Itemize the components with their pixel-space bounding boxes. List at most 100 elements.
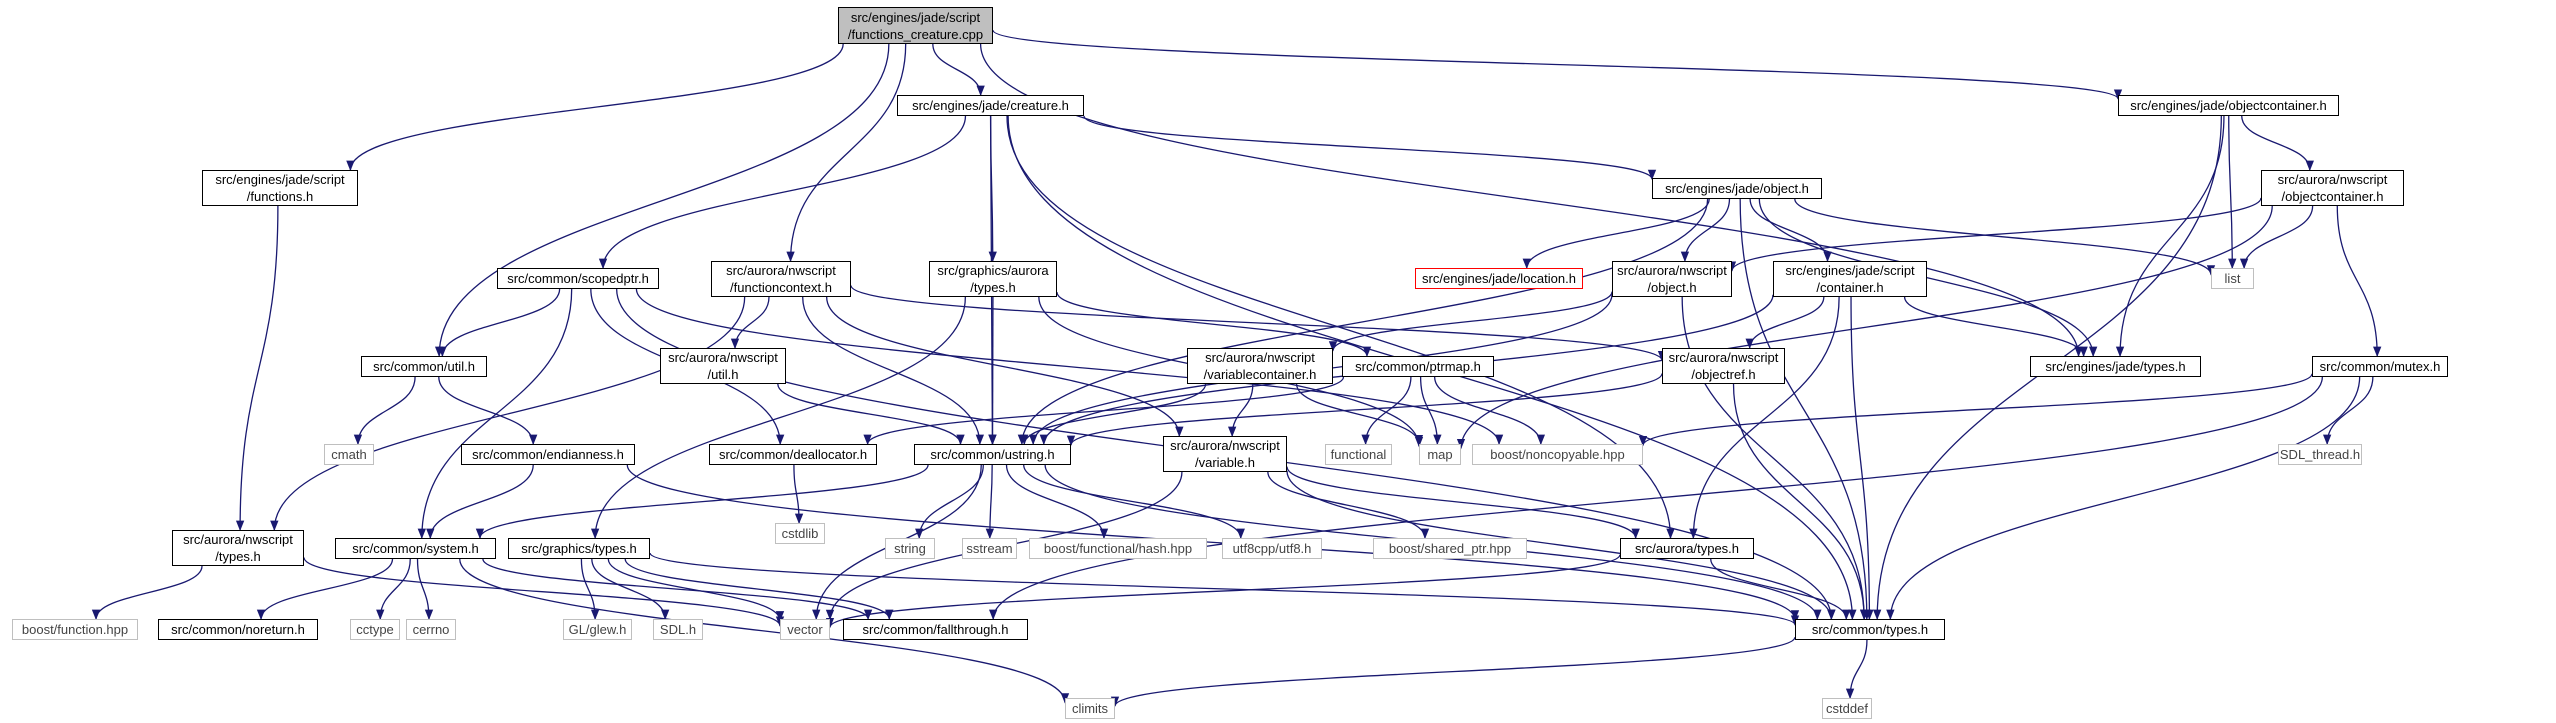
- node-common-types-h[interactable]: src/common/types.h: [1795, 619, 1945, 640]
- edge-nws-object-h-to-common-types-h: [1681, 296, 1869, 621]
- edge-system-h-to-climits: [459, 558, 1070, 704]
- edge-ustring-h-to-sstream: [985, 464, 994, 540]
- node-vector: vector: [780, 619, 830, 640]
- node-creature-h[interactable]: src/engines/jade/creature.h: [897, 95, 1084, 116]
- edge-graphics-types-h-to-sdl-h: [591, 558, 670, 621]
- edge-root-to-objectcontainer-h: [992, 29, 2122, 100]
- edge-ptrmap-h-to-map: [1419, 376, 1442, 446]
- edge-util-h-to-cmath: [353, 376, 416, 446]
- node-nws-types-h[interactable]: src/aurora/nwscript /types.h: [172, 530, 304, 566]
- edge-jade-object-h-to-list: [1794, 198, 2216, 276]
- node-root: src/engines/jade/script /functions_creat…: [838, 7, 993, 44]
- node-ptrmap-h[interactable]: src/common/ptrmap.h: [1342, 356, 1494, 377]
- node-noreturn-h[interactable]: src/common/noreturn.h: [158, 619, 318, 640]
- node-functioncontext-h[interactable]: src/aurora/nwscript /functioncontext.h: [711, 261, 851, 297]
- node-nws-util-h[interactable]: src/aurora/nwscript /util.h: [660, 348, 786, 384]
- edge-common-types-h-to-climits: [1111, 636, 1796, 708]
- edge-system-h-to-noreturn-h: [256, 558, 394, 621]
- edge-creature-h-to-scopedptr-h: [598, 115, 967, 270]
- edge-objectref-h-to-common-types-h: [1732, 383, 1869, 621]
- node-system-h[interactable]: src/common/system.h: [335, 538, 496, 559]
- edge-util-h-to-endianness-h: [438, 376, 538, 446]
- node-nws-objectcontainer-h[interactable]: src/aurora/nwscript /objectcontainer.h: [2261, 170, 2404, 206]
- node-cstddef: cstddef: [1822, 698, 1872, 719]
- node-variable-h[interactable]: src/aurora/nwscript /variable.h: [1163, 436, 1287, 472]
- node-shared-ptr-hpp: boost/shared_ptr.hpp: [1373, 538, 1527, 559]
- node-objectcontainer-h[interactable]: src/engines/jade/objectcontainer.h: [2118, 95, 2339, 116]
- edge-objectcontainer-h-to-list: [2228, 115, 2237, 270]
- edge-variablecontainer-h-to-map: [1295, 383, 1424, 446]
- edge-root-to-functions-h: [346, 43, 844, 172]
- edge-aurora-types-h-to-common-types-h: [1710, 558, 1851, 621]
- edge-scopedptr-h-to-noncopyable-hpp: [635, 288, 1504, 446]
- edge-system-h-to-cctype: [376, 558, 411, 621]
- node-aurora-types-h[interactable]: src/aurora/types.h: [1620, 538, 1754, 559]
- edge-ptrmap-h-to-noncopyable-hpp: [1433, 376, 1545, 446]
- edge-common-types-h-to-cstddef: [1845, 639, 1868, 700]
- edge-mutex-h-to-noncopyable-hpp: [1639, 373, 2313, 447]
- edge-container-h-to-common-types-h: [1850, 296, 1874, 621]
- node-jade-object-h[interactable]: src/engines/jade/object.h: [1652, 178, 1822, 199]
- edge-functioncontext-h-to-nws-util-h: [730, 296, 770, 350]
- node-graphics-aurora-types-h[interactable]: src/graphics/aurora /types.h: [929, 261, 1057, 297]
- node-cmath: cmath: [324, 444, 374, 465]
- node-endianness-h[interactable]: src/common/endianness.h: [461, 444, 635, 465]
- node-jade-types-h[interactable]: src/engines/jade/types.h: [2030, 356, 2201, 377]
- edge-ustring-h-to-system-h: [475, 464, 929, 540]
- edge-mutex-h-to-sdl-thread-h: [2323, 376, 2374, 446]
- edge-system-h-to-cerrno: [416, 558, 434, 621]
- node-string: string: [885, 538, 935, 559]
- node-cstdlib: cstdlib: [775, 523, 825, 544]
- edge-ustring-h-to-hash-hpp: [1005, 464, 1109, 540]
- node-sdl-thread-h: SDL_thread.h: [2278, 444, 2362, 465]
- node-scopedptr-h[interactable]: src/common/scopedptr.h: [497, 268, 659, 289]
- edge-variable-h-to-common-types-h: [1286, 470, 1836, 621]
- node-ustring-h[interactable]: src/common/ustring.h: [914, 444, 1071, 465]
- node-variablecontainer-h[interactable]: src/aurora/nwscript /variablecontainer.h: [1187, 348, 1333, 384]
- node-nws-object-h[interactable]: src/aurora/nwscript /object.h: [1612, 261, 1732, 297]
- edge-objectcontainer-h-to-nws-objectcontainer-h: [2241, 115, 2314, 172]
- edge-scopedptr-h-to-system-h: [417, 288, 573, 540]
- node-util-h[interactable]: src/common/util.h: [361, 356, 487, 377]
- edge-container-h-to-objectref-h: [1745, 296, 1825, 350]
- node-cerrno: cerrno: [406, 619, 456, 640]
- edge-ptrmap-h-to-deallocator-h: [863, 376, 1345, 446]
- edge-graphics-types-h-to-common-types-h: [649, 552, 1799, 626]
- edge-variablecontainer-h-to-ustring-h: [1020, 383, 1207, 446]
- edge-root-to-jade-types-h: [979, 43, 2083, 358]
- node-objectref-h[interactable]: src/aurora/nwscript /objectref.h: [1662, 348, 1785, 384]
- edge-endianness-h-to-common-types-h: [626, 464, 1800, 621]
- edge-graphics-aurora-types-h-to-graphics-types-h: [590, 296, 966, 540]
- edge-container-h-to-aurora-types-h: [1689, 296, 1840, 540]
- node-deallocator-h[interactable]: src/common/deallocator.h: [709, 444, 877, 465]
- node-sstream: sstream: [962, 538, 1017, 559]
- edge-aurora-types-h-to-vector: [826, 554, 1621, 629]
- edge-ustring-h-to-string: [915, 464, 984, 540]
- edge-functioncontext-h-to-ustring-h: [802, 296, 984, 446]
- edge-functioncontext-h-to-nws-types-h: [270, 296, 746, 532]
- node-fallthrough-h[interactable]: src/common/fallthrough.h: [843, 619, 1028, 640]
- edge-root-to-creature-h: [932, 43, 985, 97]
- node-noncopyable-hpp: boost/noncopyable.hpp: [1472, 444, 1643, 465]
- node-graphics-types-h[interactable]: src/graphics/types.h: [508, 538, 650, 559]
- edge-jade-object-h-to-location-h: [1522, 198, 1710, 270]
- edge-jade-object-h-to-ustring-h: [1017, 198, 1709, 446]
- node-functions-h[interactable]: src/engines/jade/script /functions.h: [202, 170, 358, 206]
- node-location-h[interactable]: src/engines/jade/location.h: [1415, 268, 1583, 289]
- edge-endianness-h-to-system-h: [426, 464, 534, 540]
- node-sdl-h: SDL.h: [653, 619, 703, 640]
- node-mutex-h[interactable]: src/common/mutex.h: [2312, 356, 2448, 377]
- edge-graphics-types-h-to-vector: [607, 558, 785, 622]
- edge-functions-h-to-nws-types-h: [235, 205, 279, 532]
- node-utf8-h: utf8cpp/utf8.h: [1222, 538, 1322, 559]
- edge-graphics-types-h-to-fallthrough-h: [624, 558, 894, 621]
- edge-variable-h-to-aurora-types-h: [1286, 466, 1640, 540]
- edge-mutex-h-to-fallthrough-h: [989, 376, 2323, 621]
- edge-objectref-h-to-ustring-h: [1066, 373, 1663, 447]
- node-container-h[interactable]: src/engines/jade/script /container.h: [1773, 261, 1927, 297]
- edge-nws-objectcontainer-h-to-nws-object-h: [1727, 197, 2262, 272]
- edge-variable-h-to-shared-ptr-hpp: [1267, 471, 1430, 540]
- edge-variablecontainer-h-to-variable-h: [1228, 383, 1254, 438]
- edge-scopedptr-h-to-util-h: [438, 288, 561, 358]
- node-hash-hpp: boost/functional/hash.hpp: [1029, 538, 1207, 559]
